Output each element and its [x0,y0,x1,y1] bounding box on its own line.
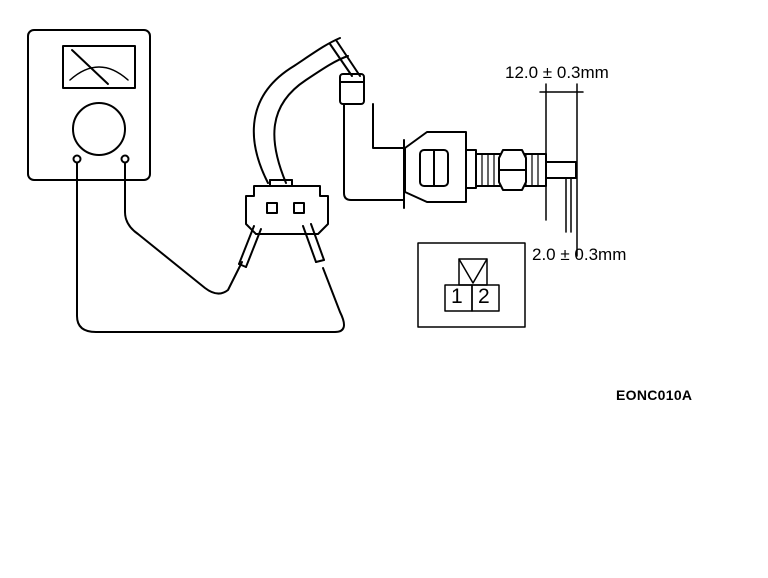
harness-wire-split-2 [335,39,361,77]
pin-box-2 [471,284,500,312]
meter-scale-arc [69,66,129,81]
switch-plunger [545,161,577,179]
probe-tip-right [302,223,325,263]
dimension-label-upper: 12.0 ± 0.3mm [505,63,609,82]
probe-lead-left [76,162,345,333]
multimeter-dial [72,102,126,156]
pin-label-2: 2 [478,285,490,308]
switch-cable-boot [339,73,365,105]
meter-needle [71,49,109,85]
connector-pin-right [293,202,305,214]
harness-inner [273,55,349,184]
switch-housing [343,103,405,201]
connector-pin-left [266,202,278,214]
dimension-label-lower: 2.0 ± 0.3mm [532,245,627,264]
switch-symbol [458,258,488,284]
harness-wire-split [329,43,353,77]
pin-diagram [417,242,526,328]
lock-nut [498,149,527,191]
probe-jack-right [120,154,130,164]
pin-diagram-key [458,258,488,286]
pin-label-1: 1 [451,285,463,308]
switch-connector-block [404,131,467,203]
harness-connector [245,179,329,235]
harness-outer [252,37,341,184]
pin-diagram-frame [417,242,526,328]
probe-tip-left [238,225,262,268]
dimension-lines [539,83,584,257]
switch-shoulder [465,149,477,189]
probe-lead-right [124,162,243,295]
figure-code: EONC010A [616,387,693,403]
multimeter [27,29,151,181]
multimeter-display [62,45,136,89]
probe-jack-left [72,154,82,164]
multimeter-body [27,29,151,181]
